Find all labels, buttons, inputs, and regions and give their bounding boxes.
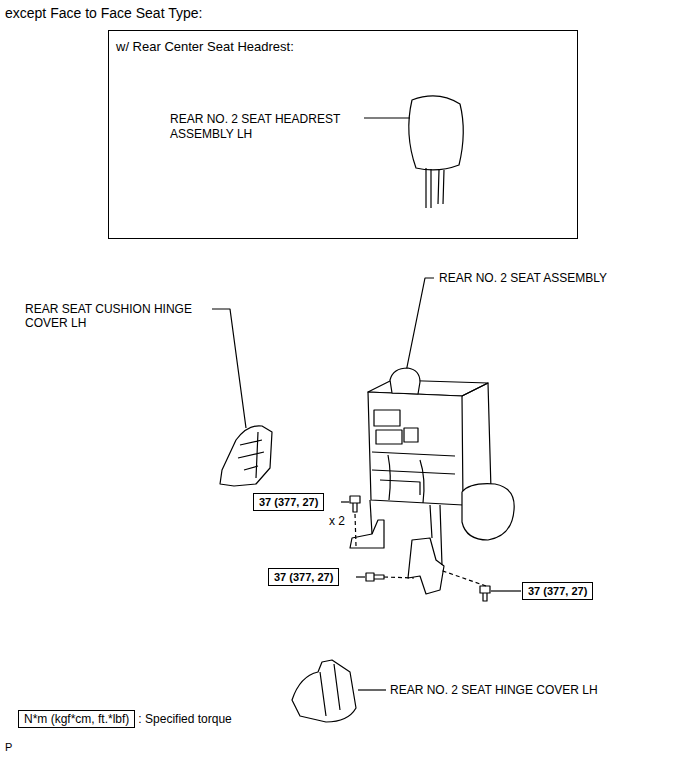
option-box: w/ Rear Center Seat Headrest: REAR NO. 2 …	[108, 30, 578, 239]
torque-box: 37 (377, 27)	[522, 582, 593, 600]
torque-box: 37 (377, 27)	[253, 493, 324, 511]
part-name: REAR NO. 2 SEAT ASSEMBLY	[439, 271, 679, 285]
page-heading: except Face to Face Seat Type:	[5, 5, 202, 21]
torque-value: 37 (377, 27)	[528, 584, 587, 598]
legend-box: N*m (kgf*cm, ft.*lbf): Specified torque	[18, 710, 135, 728]
option-heading: w/ Rear Center Seat Headrest:	[116, 39, 416, 54]
torque-box: 37 (377, 27)	[268, 568, 339, 586]
torque-value: 37 (377, 27)	[274, 570, 333, 584]
unit-text: N*m (kgf*cm, ft.*lbf)	[24, 712, 129, 726]
quantity: x 2	[329, 514, 359, 528]
torque-value: 37 (377, 27)	[259, 495, 318, 509]
legend-text: : Specified torque	[138, 712, 231, 726]
part-name: REAR NO. 2 SEAT HINGE COVER LH	[390, 683, 650, 697]
page-mark: P	[5, 740, 25, 754]
part-name: REAR NO. 2 SEAT HEADREST ASSEMBLY LH	[170, 112, 364, 142]
part-name: REAR SEAT CUSHION HINGE COVER LH	[25, 302, 215, 330]
